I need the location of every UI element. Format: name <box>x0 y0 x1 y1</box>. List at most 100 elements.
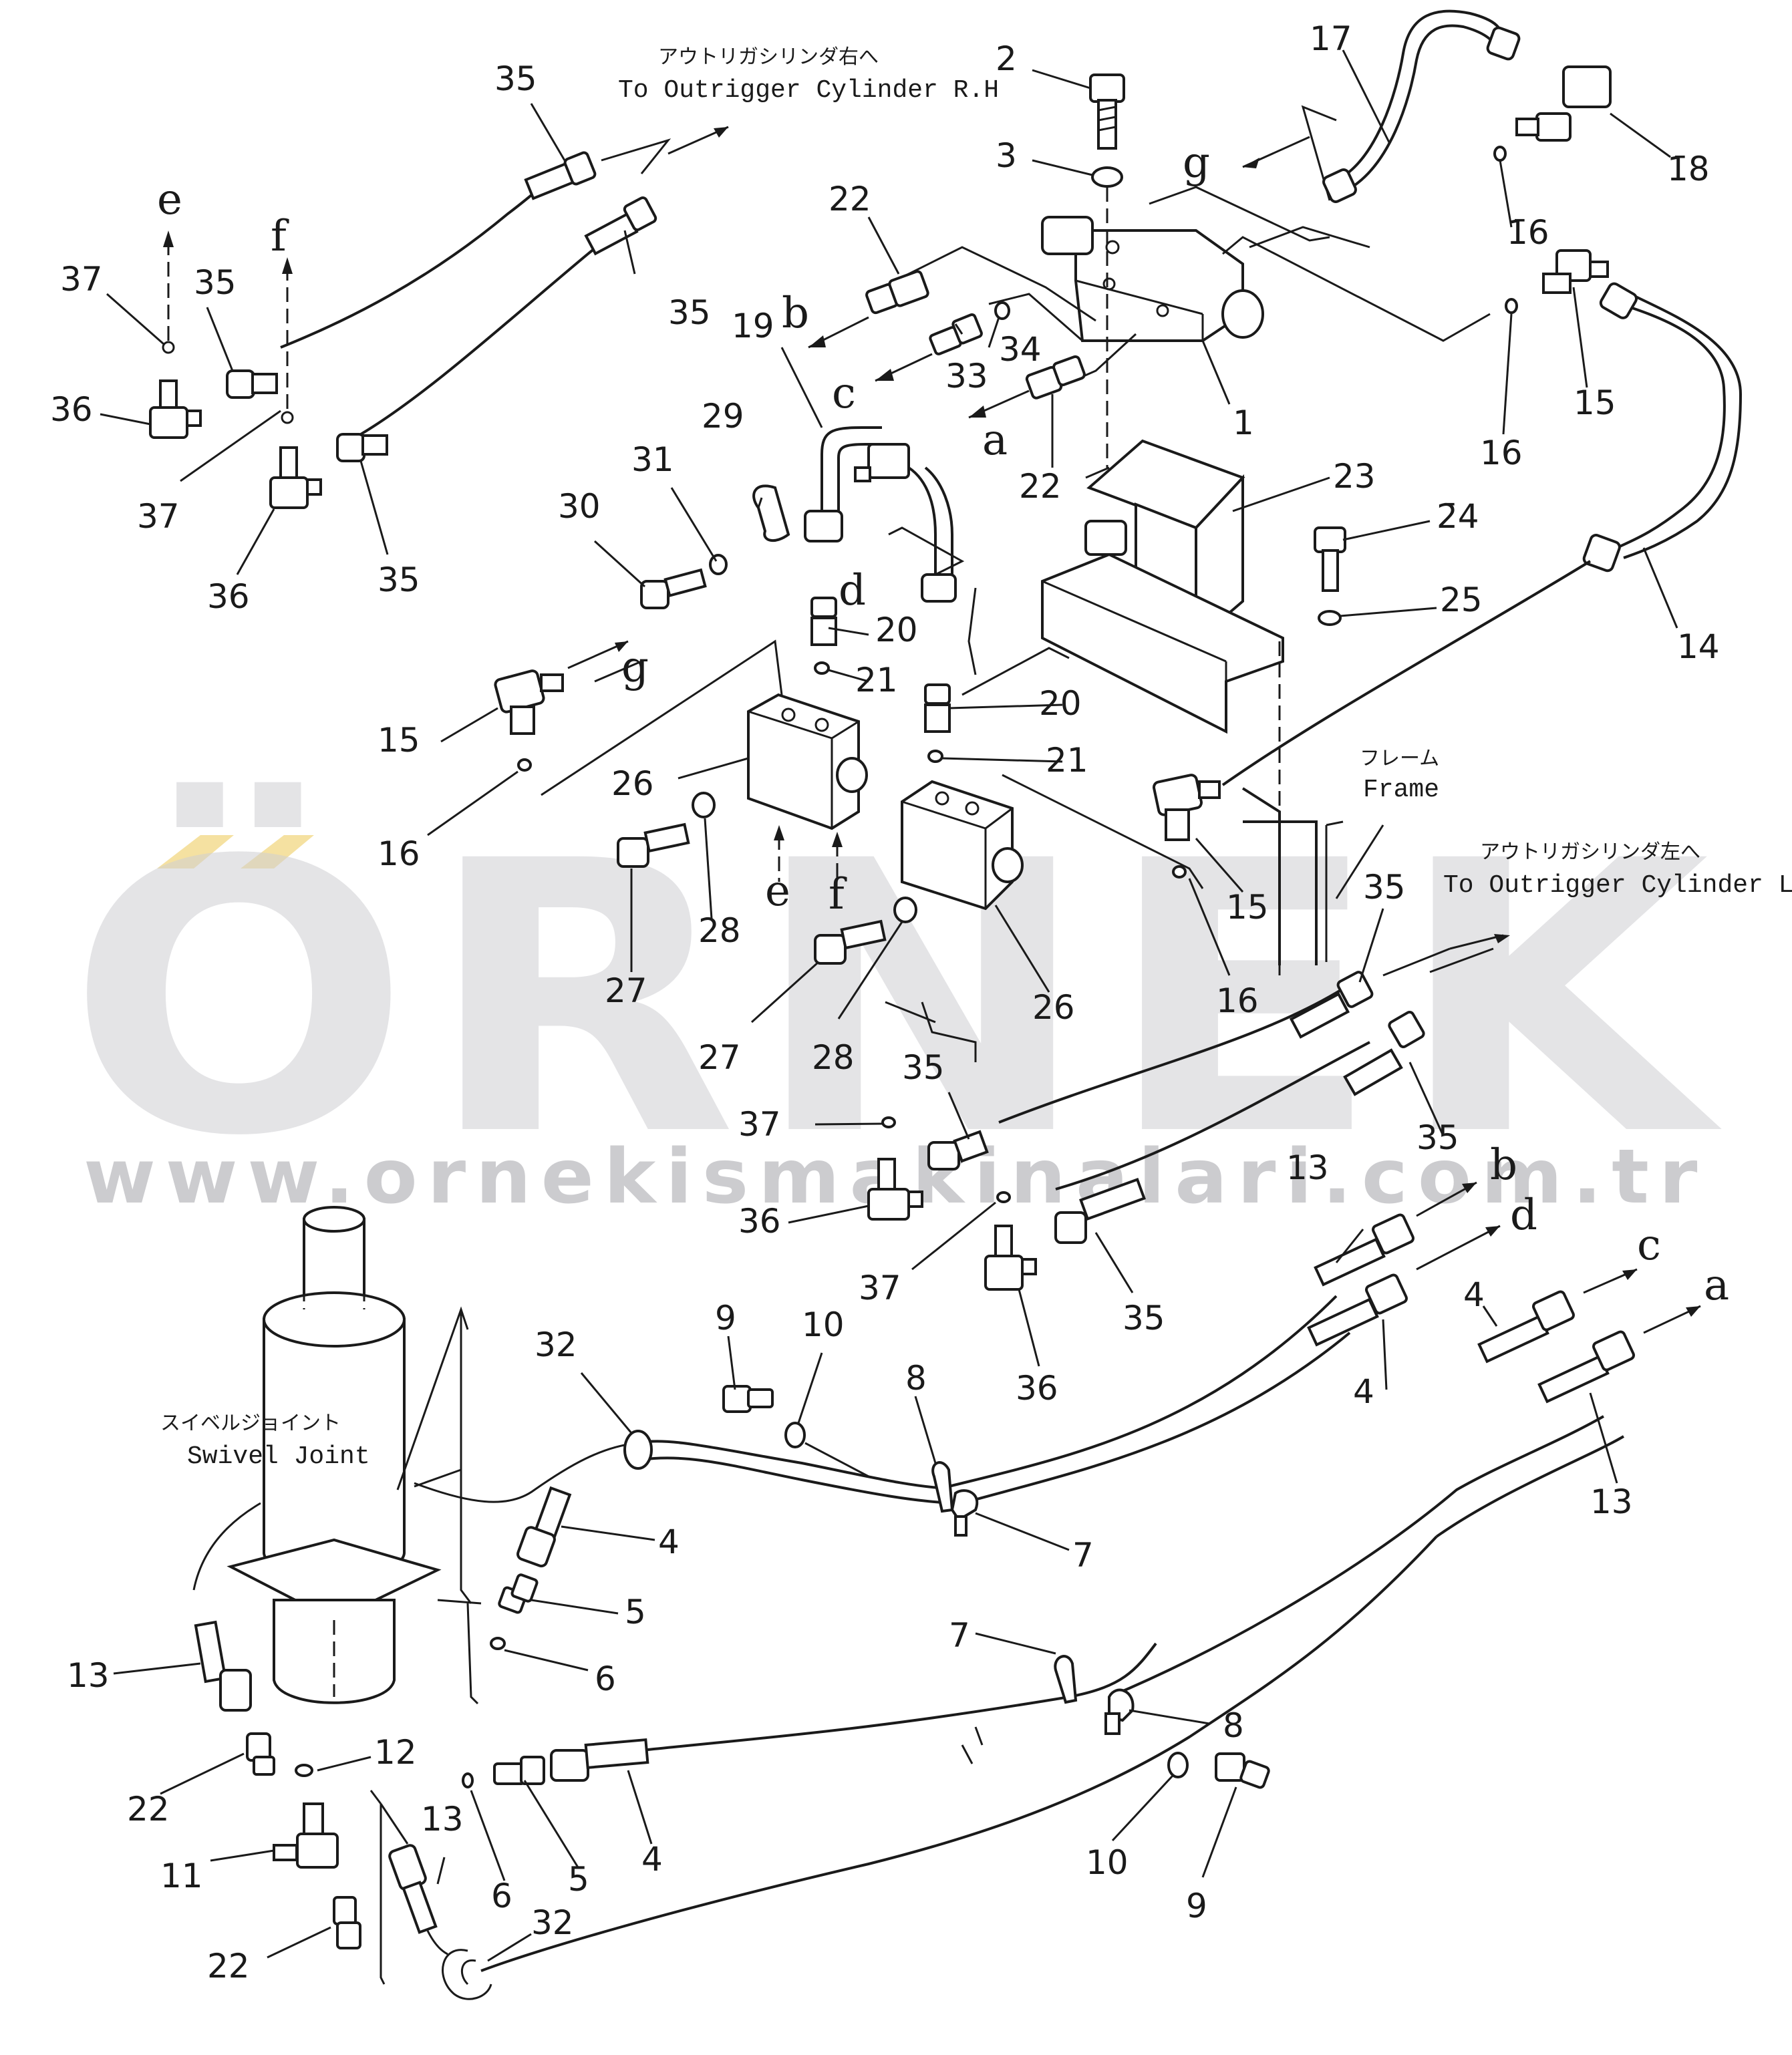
note-outrigger-rh-jp: アウトリガシリンダ右へ <box>658 45 879 69</box>
bolt-9-upper <box>722 1385 774 1413</box>
label-31: 31 <box>631 440 674 479</box>
elbow-36-right <box>269 257 322 509</box>
label-26: 26 <box>1032 988 1075 1027</box>
label-4: 4 <box>1353 1372 1374 1411</box>
washer-10-lower <box>1167 1752 1189 1778</box>
label-15: 15 <box>1226 888 1269 927</box>
leader-lines <box>100 49 1678 1962</box>
label-10: 10 <box>802 1305 845 1344</box>
label-22: 22 <box>207 1947 250 1986</box>
letter-g-top: g <box>1183 138 1210 188</box>
label-20: 20 <box>1039 684 1082 723</box>
label-17: 17 <box>1310 19 1352 58</box>
oring-37-lh-left <box>881 1116 896 1128</box>
oring-21-right <box>927 750 943 763</box>
swivel-joint <box>227 1206 442 1704</box>
letter-a-bottom: a <box>1704 1261 1729 1310</box>
label-16: 16 <box>1480 434 1523 472</box>
swivel-lines <box>192 1306 639 1985</box>
label-4: 4 <box>641 1840 663 1879</box>
note-outrigger-lh-en: To Outrigger Cylinder L.H <box>1443 871 1792 900</box>
valve-block-1 <box>1041 216 1264 342</box>
valve-block-26-right <box>901 780 1024 911</box>
hose-end-13-top <box>1314 1181 1477 1287</box>
label-32: 32 <box>531 1903 574 1942</box>
elbow-15-top-right <box>1542 249 1609 294</box>
label-5: 5 <box>568 1860 589 1899</box>
oring-12 <box>295 1764 313 1777</box>
connection-letters: e f b c a d g g e f b d c a <box>157 138 1729 1310</box>
middle-connection-lines <box>541 526 1204 1062</box>
bolt-9-lower <box>1215 1752 1270 1789</box>
elbow-36-left <box>149 230 202 439</box>
oring-16-top <box>1493 146 1507 162</box>
notes: アウトリガシリンダ右へ To Outrigger Cylinder R.H アウ… <box>160 45 1792 1471</box>
washer-31 <box>709 554 728 575</box>
fitting-20-right <box>924 683 951 733</box>
label-32: 32 <box>535 1325 577 1364</box>
label-35: 35 <box>1416 1118 1459 1157</box>
adapter-35-lh-lower <box>1054 1177 1146 1244</box>
note-outrigger-lh-jp: アウトリガシリンダ左へ <box>1480 840 1700 864</box>
label-15: 15 <box>378 721 420 760</box>
elbow-36-lh-left <box>867 1158 923 1221</box>
letter-b-bottom: b <box>1490 1140 1517 1190</box>
elbow-11 <box>273 1802 339 1869</box>
label-15: 15 <box>1574 383 1616 422</box>
label-13: 13 <box>421 1800 464 1839</box>
label-2: 2 <box>996 39 1017 78</box>
hose-end-4-lower <box>550 1738 649 1782</box>
label-5: 5 <box>625 1593 646 1631</box>
label-35: 35 <box>902 1048 945 1087</box>
label-10: 10 <box>1086 1843 1129 1882</box>
oring-16-right <box>1172 865 1187 879</box>
watermark-umlaut-left <box>157 835 234 868</box>
label-1: 1 <box>1233 404 1254 442</box>
label-22: 22 <box>829 180 871 218</box>
label-8: 8 <box>1223 1706 1244 1745</box>
label-25: 25 <box>1440 581 1483 619</box>
oring-6-upper <box>490 1637 506 1650</box>
oring-6-lower <box>462 1772 474 1788</box>
washer-25 <box>1318 610 1342 626</box>
oring-21-left <box>814 661 830 675</box>
label-27: 27 <box>605 971 647 1010</box>
hose-end-13-right <box>1537 1305 1701 1404</box>
label-35: 35 <box>1123 1299 1165 1337</box>
letter-g-mid: g <box>621 643 649 692</box>
watermark-umlaut-right <box>241 835 314 868</box>
label-26: 26 <box>611 764 654 803</box>
oring-37-lh-right <box>996 1191 1011 1203</box>
clamp-8-lower <box>1104 1688 1135 1735</box>
hose-fitting-35-upper <box>524 151 597 200</box>
label-30: 30 <box>558 487 601 526</box>
label-37: 37 <box>738 1105 781 1144</box>
label-21: 21 <box>1046 741 1088 780</box>
clamp-7-upper <box>931 1461 954 1513</box>
fitting-22-bottom-left <box>333 1896 361 1949</box>
label-18: 1̄8 <box>1667 150 1710 188</box>
elbow-15-right <box>1152 774 1221 841</box>
tube-17 <box>1242 9 1521 203</box>
label-13: 13 <box>1590 1482 1633 1521</box>
label-16: 16 <box>1216 981 1259 1020</box>
label-13: 13 <box>1286 1148 1329 1187</box>
label-13: 13 <box>67 1656 110 1695</box>
washer-28-right <box>893 897 917 923</box>
label-28: 28 <box>812 1038 855 1077</box>
label-6: 6 <box>491 1877 512 1915</box>
label-36: 36 <box>1016 1369 1058 1408</box>
label-7: 7 <box>949 1616 970 1655</box>
lh-outrigger-hoses <box>998 934 1510 1191</box>
letter-f-mid: f <box>829 870 847 919</box>
oring-16-mid <box>1505 298 1518 314</box>
bracket-23 <box>1041 439 1284 734</box>
washer-28-left <box>692 792 716 818</box>
label-16: 16 <box>378 834 420 873</box>
label-19: 19 <box>732 307 774 345</box>
elbow-36-lh-right <box>984 1225 1037 1291</box>
elbow-18 <box>1515 65 1612 142</box>
part-labels: 35 37 35 35 36 37 35 36 2 3 17 1̄8 1̄6 2… <box>50 19 1720 1986</box>
hose-end-13-left <box>194 1620 252 1712</box>
label-4: 4 <box>658 1523 680 1561</box>
